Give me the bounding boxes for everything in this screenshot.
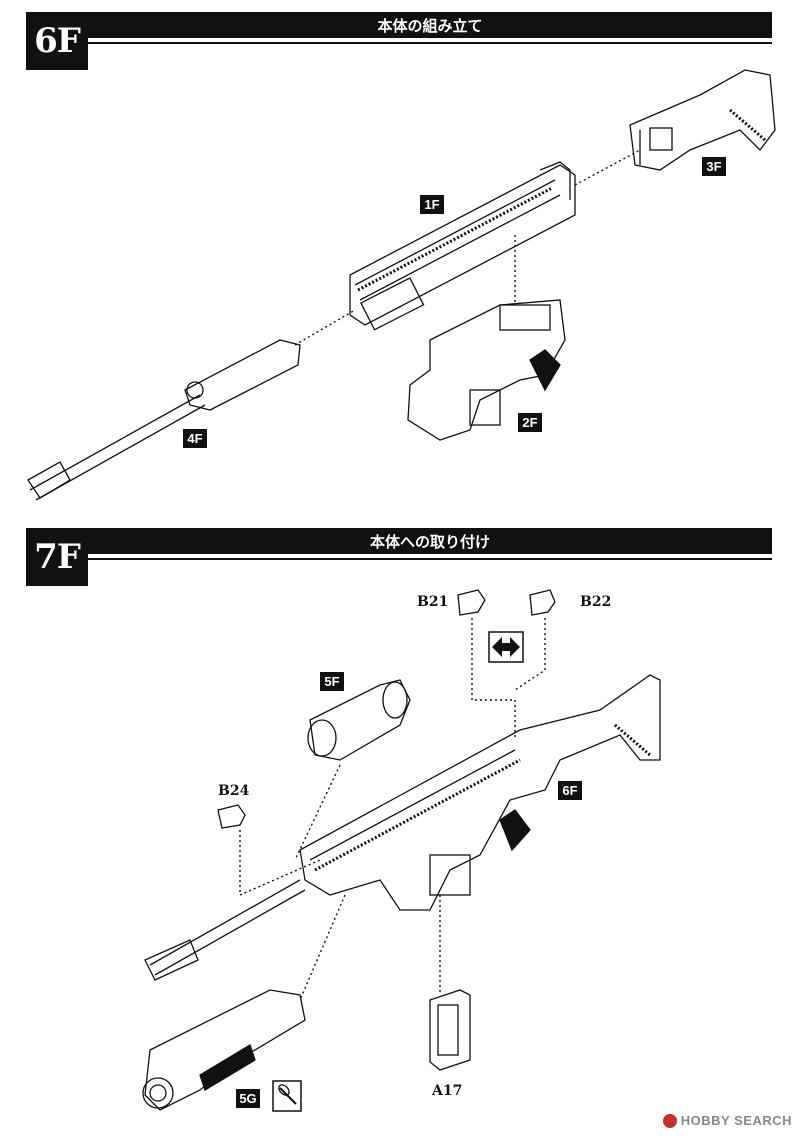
assembled-rifle-drawing <box>144 674 661 981</box>
part-badge-3f: 3F <box>702 157 726 176</box>
step-title: 本体の組み立て <box>88 12 772 44</box>
step-6f-header: 6F 本体の組み立て <box>26 12 772 70</box>
barrel-drawing <box>27 339 301 501</box>
part-badge-1f: 1F <box>420 195 444 214</box>
part-label-b24: B24 <box>218 783 250 799</box>
step-7f-header: 7F 本体への取り付け <box>26 528 772 586</box>
upper-receiver-drawing <box>349 161 576 331</box>
grenade-launcher-drawing <box>142 989 306 1111</box>
part-label-a17: A17 <box>432 1083 463 1099</box>
no-glue-icon <box>272 1080 302 1112</box>
part-badge-5f: 5F <box>320 672 344 691</box>
watermark-text: HOBBY SEARCH <box>680 1113 792 1128</box>
part-label-b22: B22 <box>580 594 612 610</box>
swap-arrow-icon <box>488 631 524 663</box>
watermark: HOBBY SEARCH <box>662 1113 792 1128</box>
part-badge-5g: 5G <box>236 1089 260 1108</box>
part-label-b21: B21 <box>417 594 449 610</box>
step-number: 6F <box>26 12 88 70</box>
part-badge-6f: 6F <box>558 781 582 800</box>
hobby-search-logo-icon <box>662 1113 677 1128</box>
scope-drawing <box>307 679 411 761</box>
magazine-drawing <box>429 989 471 1071</box>
step-title: 本体への取り付け <box>88 528 772 560</box>
part-badge-2f: 2F <box>518 413 542 432</box>
part-badge-4f: 4F <box>183 429 207 448</box>
step-number: 7F <box>26 528 88 586</box>
lower-receiver-drawing <box>407 299 566 441</box>
stock-drawing <box>629 69 776 171</box>
small-parts-drawing <box>217 589 556 829</box>
